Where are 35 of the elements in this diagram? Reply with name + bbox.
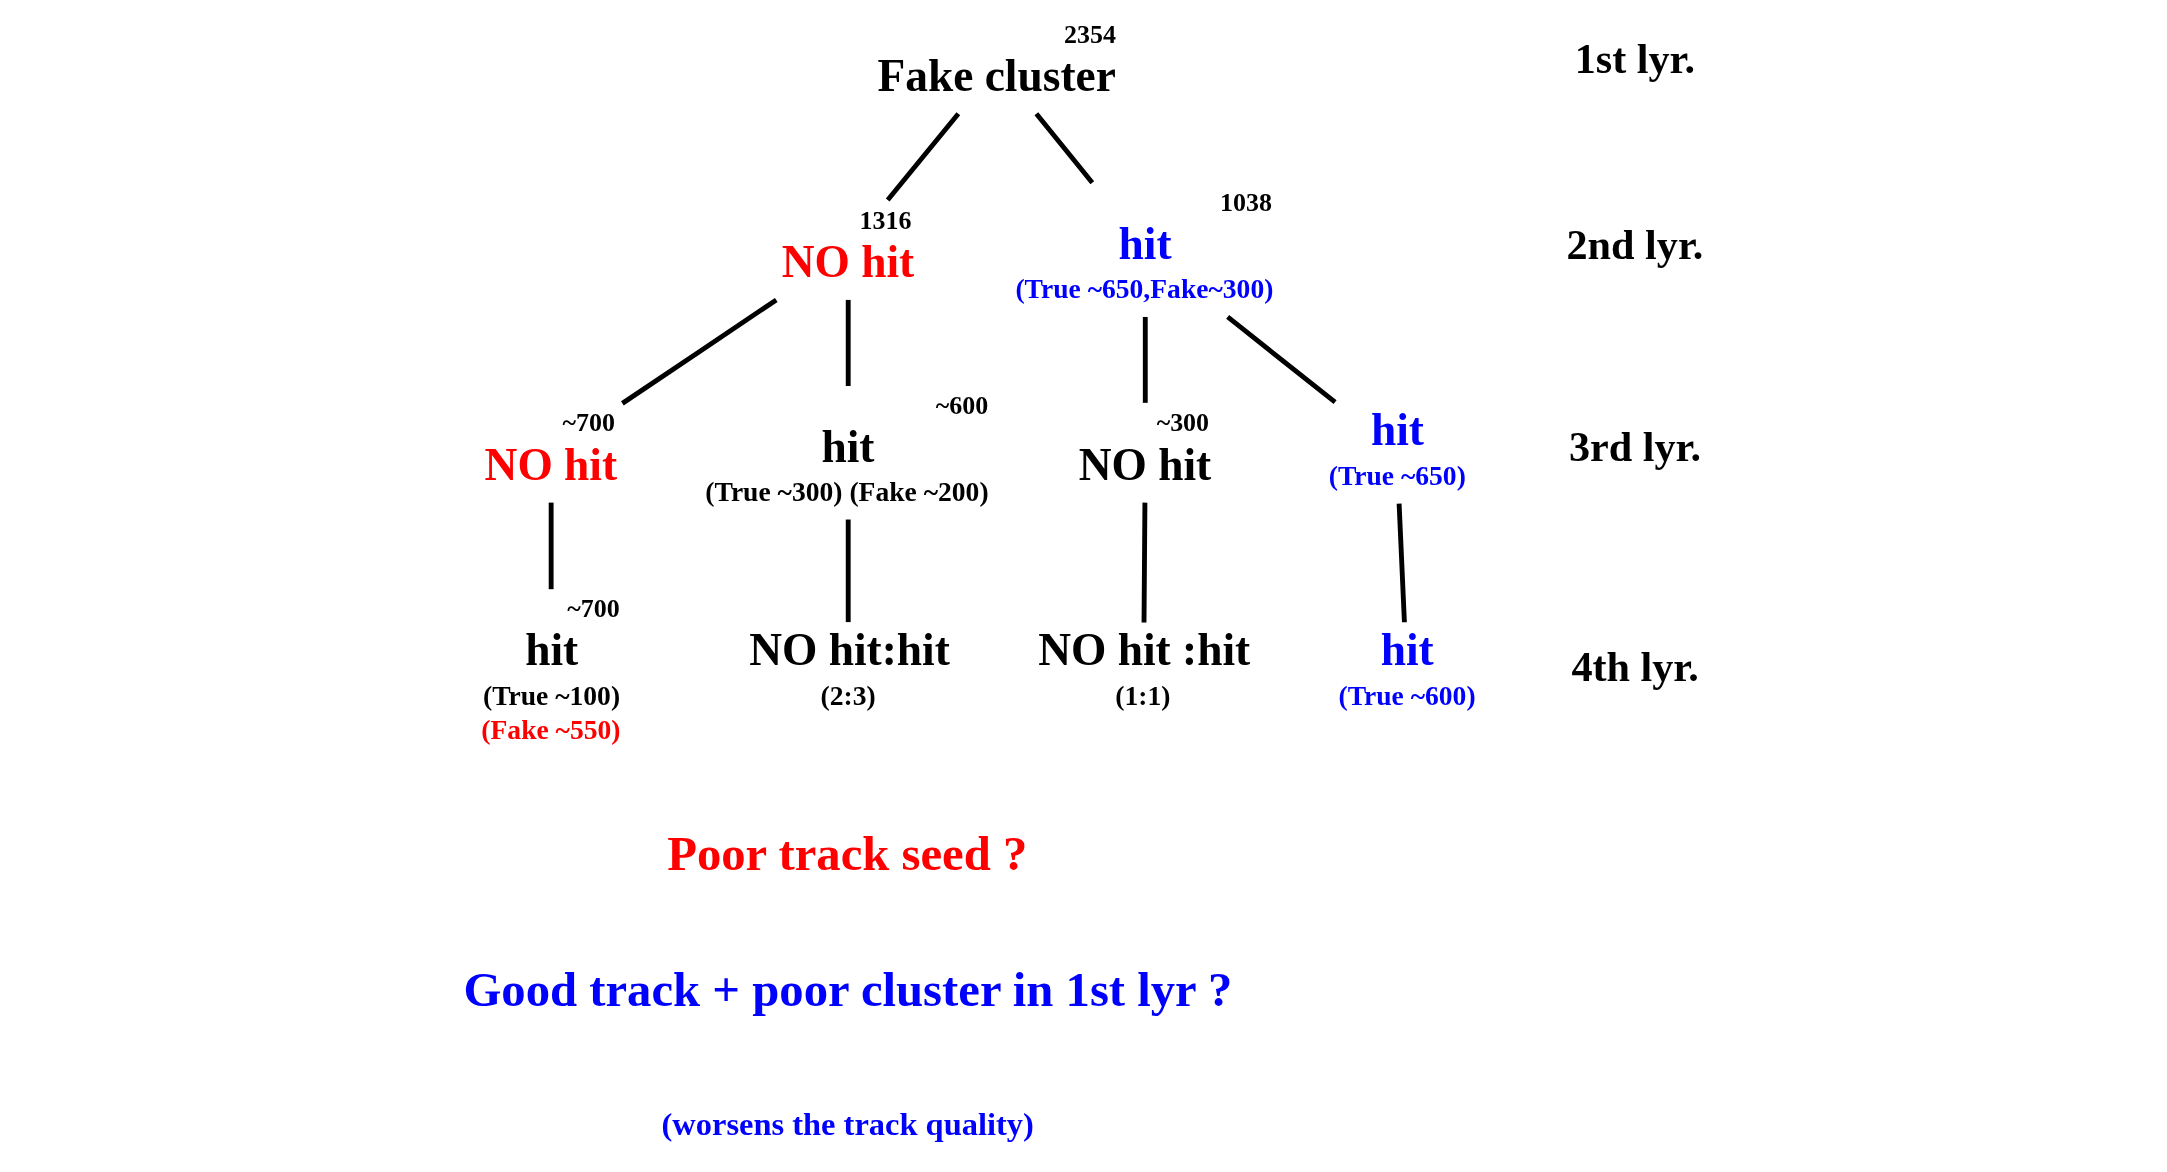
connector [885, 112, 960, 202]
connector [1141, 502, 1147, 623]
node-text: Fake cluster [876, 49, 1116, 101]
label: 3rd lyr. [1568, 423, 1701, 471]
connector [1034, 112, 1094, 185]
node-label: ~700 [562, 408, 615, 438]
node-label: 1038 [1219, 187, 1272, 217]
node-text: NO hit [781, 235, 914, 287]
label: 4th lyr. [1570, 643, 1699, 691]
label: Poor track seed ? [666, 827, 1027, 882]
node-label: ~300 [1156, 408, 1209, 438]
node-label: ~700 [566, 594, 620, 624]
node-label: 1316 [859, 205, 912, 235]
label: 1st lyr. [1574, 34, 1695, 82]
node-text: NO hit:hit (2:3) [748, 624, 950, 711]
node-label: ~600 [935, 390, 988, 420]
connector [620, 297, 778, 406]
connector [845, 299, 851, 386]
node-text: hit (True ~300) (Fake ~200) [704, 420, 989, 507]
node-label: 2354 [1063, 19, 1116, 49]
label: 2nd lyr. [1566, 220, 1703, 268]
label: (worsens the track quality) [661, 1105, 1034, 1142]
connector [1142, 316, 1148, 403]
label: Good track + poor cluster in 1st lyr ? [462, 963, 1232, 1018]
connector [1225, 315, 1337, 405]
connector [845, 519, 851, 623]
node-text: hit (True ~650,Fake~300) [1014, 217, 1273, 305]
node-text: NO hit [1078, 438, 1211, 490]
node-text: NO hit :hit (1:1) [1037, 624, 1250, 711]
node-text: hit (True ~650) [1328, 404, 1466, 491]
node-text: hit (True ~600) [1337, 624, 1476, 711]
node-text: hit (True ~100) (Fake ~550) [480, 624, 621, 745]
node-text: NO hit [484, 438, 617, 490]
connector [1396, 503, 1407, 623]
connector [548, 502, 554, 590]
